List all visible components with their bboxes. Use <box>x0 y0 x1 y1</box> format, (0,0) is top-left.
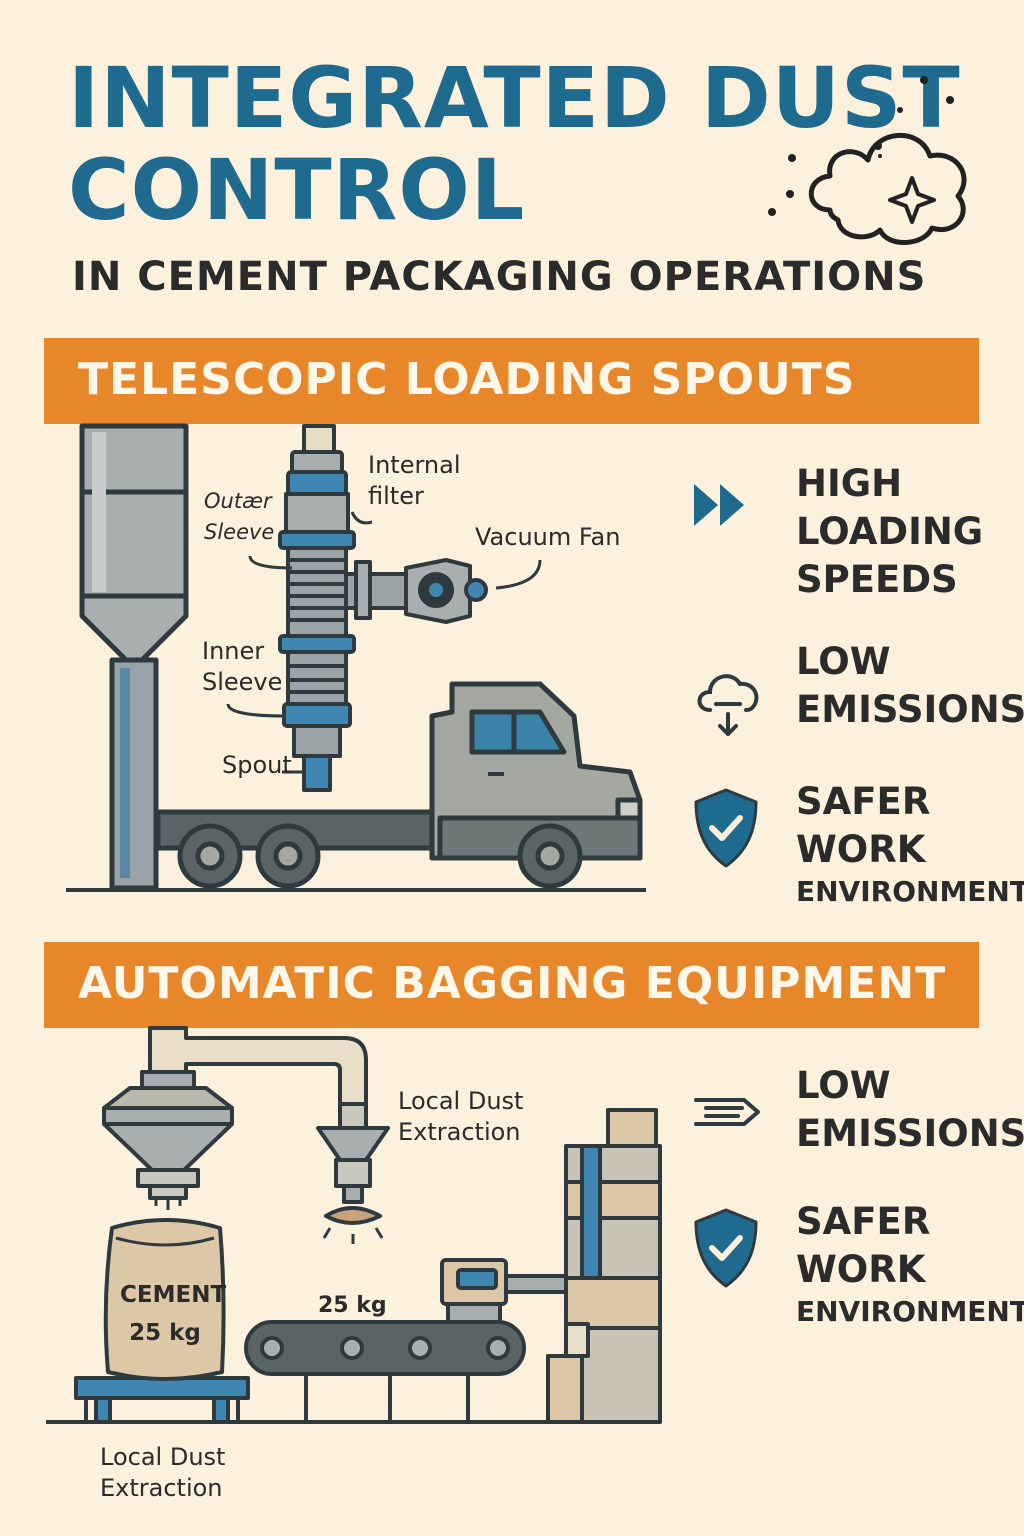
label-conveyor-weight: 25 kg <box>318 1293 387 1318</box>
label-local-dust-extraction-bottom: Local Dust Extraction <box>100 1443 226 1502</box>
shield-check-icon <box>694 788 758 868</box>
truck <box>155 681 643 889</box>
benefit-text: SAFER WORK ENVIRONMENT <box>796 780 1024 908</box>
section-banner-bagging: AUTOMATIC BAGGING EQUIPMENT <box>44 942 979 1028</box>
dust-cloud-icon <box>768 76 967 245</box>
extraction-hood <box>316 1102 390 1244</box>
page-title: INTEGRATED DUST CONTROL <box>68 52 961 236</box>
label-vacuum-fan: Vacuum Fan <box>475 523 621 551</box>
palletizer <box>440 1258 588 1324</box>
cloud-download-icon <box>697 674 759 736</box>
title-line-1: INTEGRATED DUST <box>68 49 961 147</box>
benefit-text: SAFER WORK ENVIRONMENT <box>796 1200 1024 1328</box>
fast-forward-icon <box>694 484 744 526</box>
section-banner-spouts: TELESCOPIC LOADING SPOUTS <box>44 338 979 424</box>
silo <box>79 423 189 891</box>
wind-icon <box>694 1098 760 1126</box>
benefit-text: HIGH LOADING SPEEDS <box>796 462 984 601</box>
bag-label: CEMENT 25 kg <box>120 1282 227 1346</box>
section-title-bagging: AUTOMATIC BAGGING EQUIPMENT <box>78 958 947 1009</box>
section-title-spouts: TELESCOPIC LOADING SPOUTS <box>78 354 856 405</box>
label-inner-sleeve: Inner Sleeve <box>202 637 283 696</box>
title-line-2: CONTROL <box>68 141 526 239</box>
conveyor <box>244 1320 526 1422</box>
stacked-pallets <box>546 1108 662 1424</box>
shield-check-icon <box>694 1208 758 1288</box>
label-spout: Spout <box>222 751 292 779</box>
benefit-text: LOW EMISSIONS <box>796 1064 1024 1155</box>
label-outer-sleeve: Outær Sleeve <box>204 489 275 544</box>
label-local-dust-extraction-top: Local Dust Extraction <box>398 1087 524 1146</box>
label-internal-filter: Internal filter <box>368 451 461 510</box>
page-subtitle: IN CEMENT PACKAGING OPERATIONS <box>72 254 927 300</box>
benefit-text: LOW EMISSIONS <box>796 640 1024 731</box>
hopper <box>102 1070 234 1210</box>
